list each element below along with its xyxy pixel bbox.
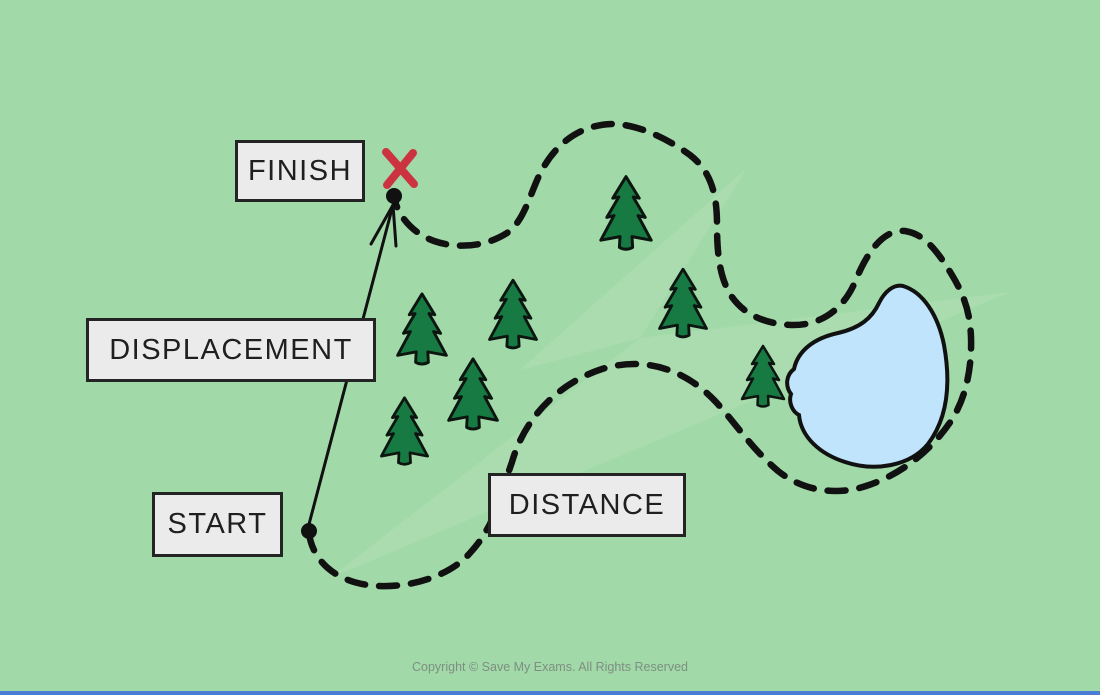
tree-icon (599, 175, 653, 251)
tree-icon (396, 292, 448, 366)
displacement-label-text: DISPLACEMENT (109, 333, 353, 366)
finish-label-text: FINISH (247, 154, 353, 187)
finish-label: FINISH (235, 140, 365, 202)
distance-label: DISTANCE (488, 473, 686, 537)
finish-x-icon (382, 148, 418, 189)
finish-dot (386, 188, 402, 204)
tree-icon (379, 396, 430, 466)
start-label-text: START (167, 508, 268, 540)
tree-icon (487, 278, 539, 350)
distance-path (305, 120, 975, 590)
distance-label-text: DISTANCE (508, 488, 666, 521)
copyright-text: Copyright © Save My Exams. All Rights Re… (412, 660, 688, 674)
displacement-label: DISPLACEMENT (86, 318, 376, 382)
bottom-border (0, 691, 1100, 695)
tree-icon (447, 357, 499, 431)
start-dot (301, 523, 317, 539)
start-label: START (152, 492, 283, 557)
lake-shape (785, 283, 950, 469)
